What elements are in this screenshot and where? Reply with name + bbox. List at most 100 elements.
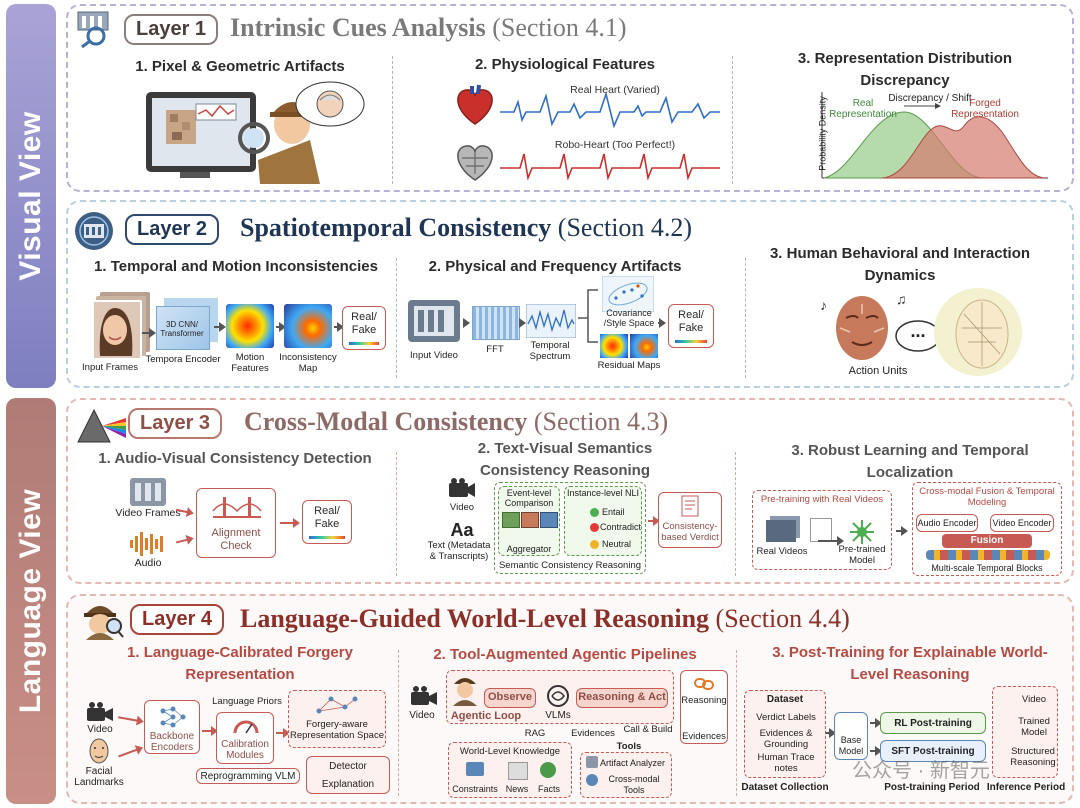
forgery-space-label: Forgery-aware Representation Space bbox=[289, 719, 384, 741]
robo-heart-icon bbox=[457, 145, 493, 181]
arrow-dataset-base bbox=[826, 728, 836, 738]
landmarks-label: Facial Landmarks bbox=[74, 766, 124, 788]
real-heart-icon bbox=[457, 84, 493, 125]
l2-sub2: 2. Physical and Frequency Artifacts bbox=[428, 258, 682, 275]
event-thumb-2 bbox=[521, 512, 539, 528]
post-period-label: Post-training Period bbox=[884, 782, 980, 793]
evidences-label-2: Evidences bbox=[682, 731, 726, 742]
input-frames-label: Input Frames bbox=[82, 362, 138, 373]
world-knowledge-label: World-Level Knowledge bbox=[459, 746, 561, 757]
layer2-panel bbox=[66, 200, 1074, 388]
event-thumb-1 bbox=[502, 512, 520, 528]
video-camera-icon bbox=[87, 702, 113, 721]
contradict-label: Contradict bbox=[600, 522, 642, 532]
reasoning-output-box: Reasoning Evidences bbox=[680, 670, 728, 744]
temporal-spectrum-chart bbox=[526, 304, 576, 338]
rl-label: RL Post-training bbox=[894, 718, 972, 729]
document-icon bbox=[681, 495, 699, 517]
entail-label: Entail bbox=[602, 507, 625, 517]
constraints-label: Constraints bbox=[452, 784, 498, 794]
dataset-frame bbox=[744, 690, 826, 778]
residual-map-1 bbox=[600, 334, 628, 358]
arrow-base-rl bbox=[870, 718, 882, 728]
calibration-box: Calibration Modules bbox=[216, 712, 274, 764]
audio-label: Audio bbox=[134, 557, 162, 569]
bridge-icon bbox=[212, 497, 262, 518]
crossmodal-tools-label: Cross-modal Tools bbox=[608, 774, 660, 795]
layer3-section: (Section 4.3) bbox=[533, 407, 669, 436]
layer3-title: Cross-Modal Consistency (Section 4.3) bbox=[244, 407, 668, 437]
l2-sub3: 3. Human Behavioral and Interaction Dyna… bbox=[769, 245, 1031, 284]
detector-box: Detector Explanation bbox=[306, 756, 390, 794]
reasoning-act-box: Reasoning & Act bbox=[576, 688, 668, 708]
globe-building-icon bbox=[75, 212, 113, 250]
shift-label: Discrepancy / Shift bbox=[888, 93, 972, 104]
arrow-base-sft bbox=[870, 746, 882, 756]
layer2-title-text: Spatiotemporal Consistency bbox=[240, 213, 552, 242]
real-videos-label: Real Videos bbox=[756, 546, 808, 557]
news-label: News bbox=[505, 784, 529, 794]
camera-icon bbox=[449, 478, 475, 497]
svg-text:♫: ♫ bbox=[896, 291, 907, 307]
video-frames-icon bbox=[130, 478, 166, 506]
real-videos-stack bbox=[766, 520, 796, 542]
reasoning-label: Reasoning bbox=[681, 695, 727, 706]
l4-sub2: 2. Tool-Augmented Agentic Pipelines bbox=[433, 646, 697, 663]
action-units-face-icon: ♪♫ bbox=[820, 288, 1022, 376]
nli-box bbox=[564, 486, 642, 556]
realfake-label-l2a: Real/ Fake bbox=[351, 311, 377, 336]
watermark-text: 公众号 · 新智元 bbox=[852, 760, 990, 782]
space-graph-icon bbox=[316, 696, 358, 714]
fft-label: FFT bbox=[486, 344, 504, 355]
layer3-panel bbox=[66, 398, 1074, 584]
input-video-label: Input Video bbox=[410, 350, 458, 361]
layer1-badge: Layer 1 bbox=[124, 14, 219, 45]
l3-divider-2 bbox=[735, 452, 736, 576]
branch-arrows bbox=[578, 289, 598, 343]
l2-divider-2 bbox=[745, 258, 746, 378]
realfake-box-l3: Real/ Fake bbox=[302, 500, 352, 544]
base-model-box: Base Model bbox=[834, 712, 868, 760]
observe-label: Observe bbox=[487, 691, 533, 703]
l1-divider-1 bbox=[392, 56, 393, 184]
l4-sub3: 3. Post-Training for Explainable World-L… bbox=[772, 644, 1048, 683]
alignment-check-box: Alignment Check bbox=[196, 488, 276, 558]
neutral-label: Neutral bbox=[602, 539, 632, 549]
artifact-label: Artifact Analyzer bbox=[600, 758, 666, 768]
dataset-label: Dataset bbox=[766, 694, 804, 705]
realfake-box-l2a: Real/ Fake bbox=[342, 306, 386, 350]
l2-sub1: 1. Temporal and Motion Inconsistencies bbox=[94, 258, 378, 275]
agentic-loop-label: Agentic Loop bbox=[450, 710, 522, 722]
reprogram-box: Reprogramming VLM bbox=[196, 768, 300, 784]
facts-label: Facts bbox=[537, 784, 560, 794]
model-icon bbox=[850, 520, 874, 544]
rl-box: RL Post-training bbox=[880, 712, 986, 734]
video-encoder-label: Video Encoder bbox=[992, 518, 1052, 528]
detector-label: Detector bbox=[329, 761, 367, 772]
realfake-gradient-l2b bbox=[675, 340, 707, 343]
l1-divider-2 bbox=[732, 56, 733, 184]
sft-box: SFT Post-training bbox=[880, 740, 986, 762]
pretrain-box bbox=[752, 490, 892, 570]
verdict-box: Consistency-based Verdict bbox=[658, 492, 722, 548]
real-heart-label: Real Heart (Varied) bbox=[570, 84, 660, 96]
residual-map-2 bbox=[630, 334, 658, 358]
inference-period-label: Inference Period bbox=[986, 782, 1066, 793]
language-view-bar: Language View bbox=[6, 398, 56, 804]
audio-encoder-label: Audio Encoder bbox=[917, 518, 977, 528]
l4-video-label: Video bbox=[87, 724, 113, 735]
network-icon bbox=[160, 706, 186, 728]
l3-divider-1 bbox=[396, 452, 397, 576]
detective-icon bbox=[84, 606, 124, 640]
vlms-label: VLMs bbox=[545, 710, 571, 721]
calibration-label: Calibration Modules bbox=[221, 739, 269, 761]
event-thumb-3 bbox=[540, 512, 558, 528]
layer1-title: Intrinsic Cues Analysis (Section 4.1) bbox=[230, 13, 627, 43]
arrow-residual-realfake bbox=[658, 318, 666, 328]
layer3-title-text: Cross-Modal Consistency bbox=[244, 407, 528, 436]
verdict-labels-label: Verdict Labels bbox=[756, 712, 816, 723]
link-icon bbox=[694, 678, 714, 690]
backbone-label: Backbone Encoders bbox=[149, 731, 195, 753]
realfake-label-l3: Real/ Fake bbox=[314, 505, 340, 530]
temporal-spectrum-label: Temporal Spectrum bbox=[529, 340, 571, 362]
